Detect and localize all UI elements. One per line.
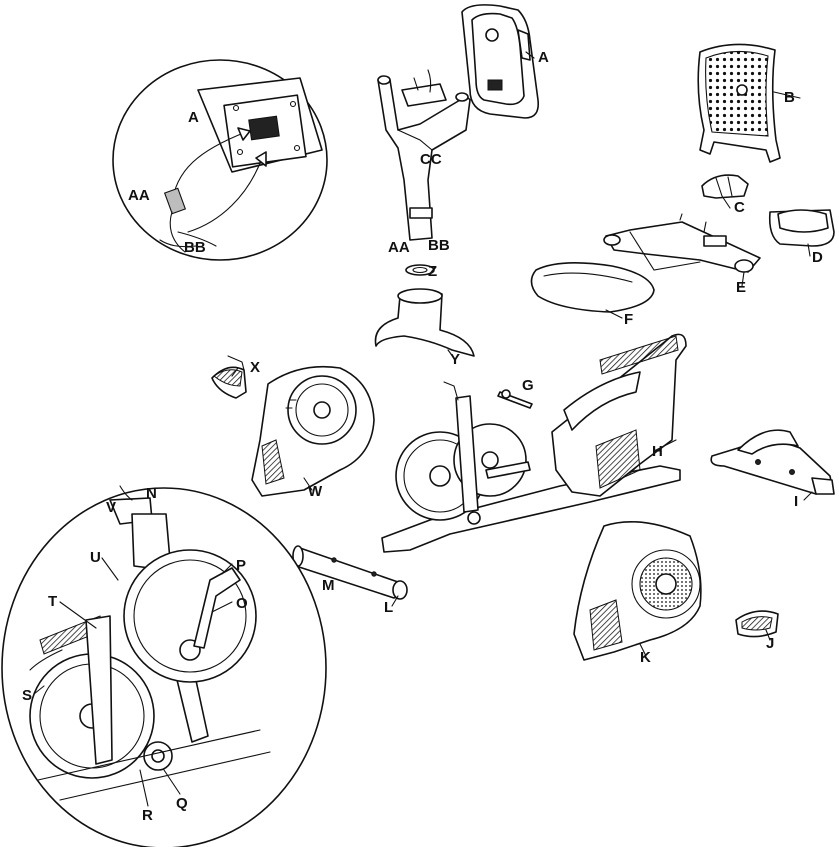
part-cc-handlebar-post [377,69,471,241]
label-n: N [146,485,157,502]
part-x-pedal-left [211,355,247,399]
label-z: Z [428,263,437,280]
label-u: U [90,549,101,566]
label-g: G [522,377,534,394]
part-a-console [461,4,540,119]
label-y: Y [450,351,460,368]
label-l: L [384,599,393,616]
part-g-bolt [497,389,533,409]
label-s: S [22,687,32,704]
part-w-left-shroud [251,365,375,497]
label-aa-detail: AA [128,187,150,204]
label-o: O [236,595,248,612]
part-e-seat-frame [603,213,761,273]
label-a-console: A [538,49,549,66]
label-d: D [812,249,823,266]
label-bb: BB [428,237,450,254]
label-j: J [766,635,774,652]
part-y-shroud [374,288,475,357]
part-f-seat-cushion [530,262,655,313]
label-i: I [794,493,798,510]
part-d-seat-carriage [768,209,835,247]
label-k: K [640,649,651,666]
label-m: M [322,577,335,594]
label-b: B [784,89,795,106]
part-i-rear-stabilizer [710,429,835,495]
label-f: F [624,311,633,328]
label-q: Q [176,795,188,812]
part-c-seat-bracket [701,174,749,199]
label-t: T [48,593,57,610]
part-b-seat-back [697,43,781,163]
label-e: E [736,279,746,296]
part-m-front-stabilizer [292,545,408,600]
label-h: H [652,443,663,460]
label-w: W [308,483,323,500]
label-p: P [236,557,246,574]
part-z-washer [405,264,435,276]
label-bb-detail: BB [184,239,206,256]
console-wiring-detail [112,59,328,261]
label-r: R [142,807,153,824]
label-c: C [734,199,745,216]
label-aa: AA [388,239,410,256]
part-k-right-shroud [573,521,702,661]
label-v: V [106,499,116,516]
label-x: X [250,359,260,376]
main-frame-assembly [381,333,687,553]
label-a-detail: A [188,109,199,126]
label-cc: CC [420,151,442,168]
drive-assembly-detail [1,485,327,847]
part-j-pedal-right [735,610,779,638]
